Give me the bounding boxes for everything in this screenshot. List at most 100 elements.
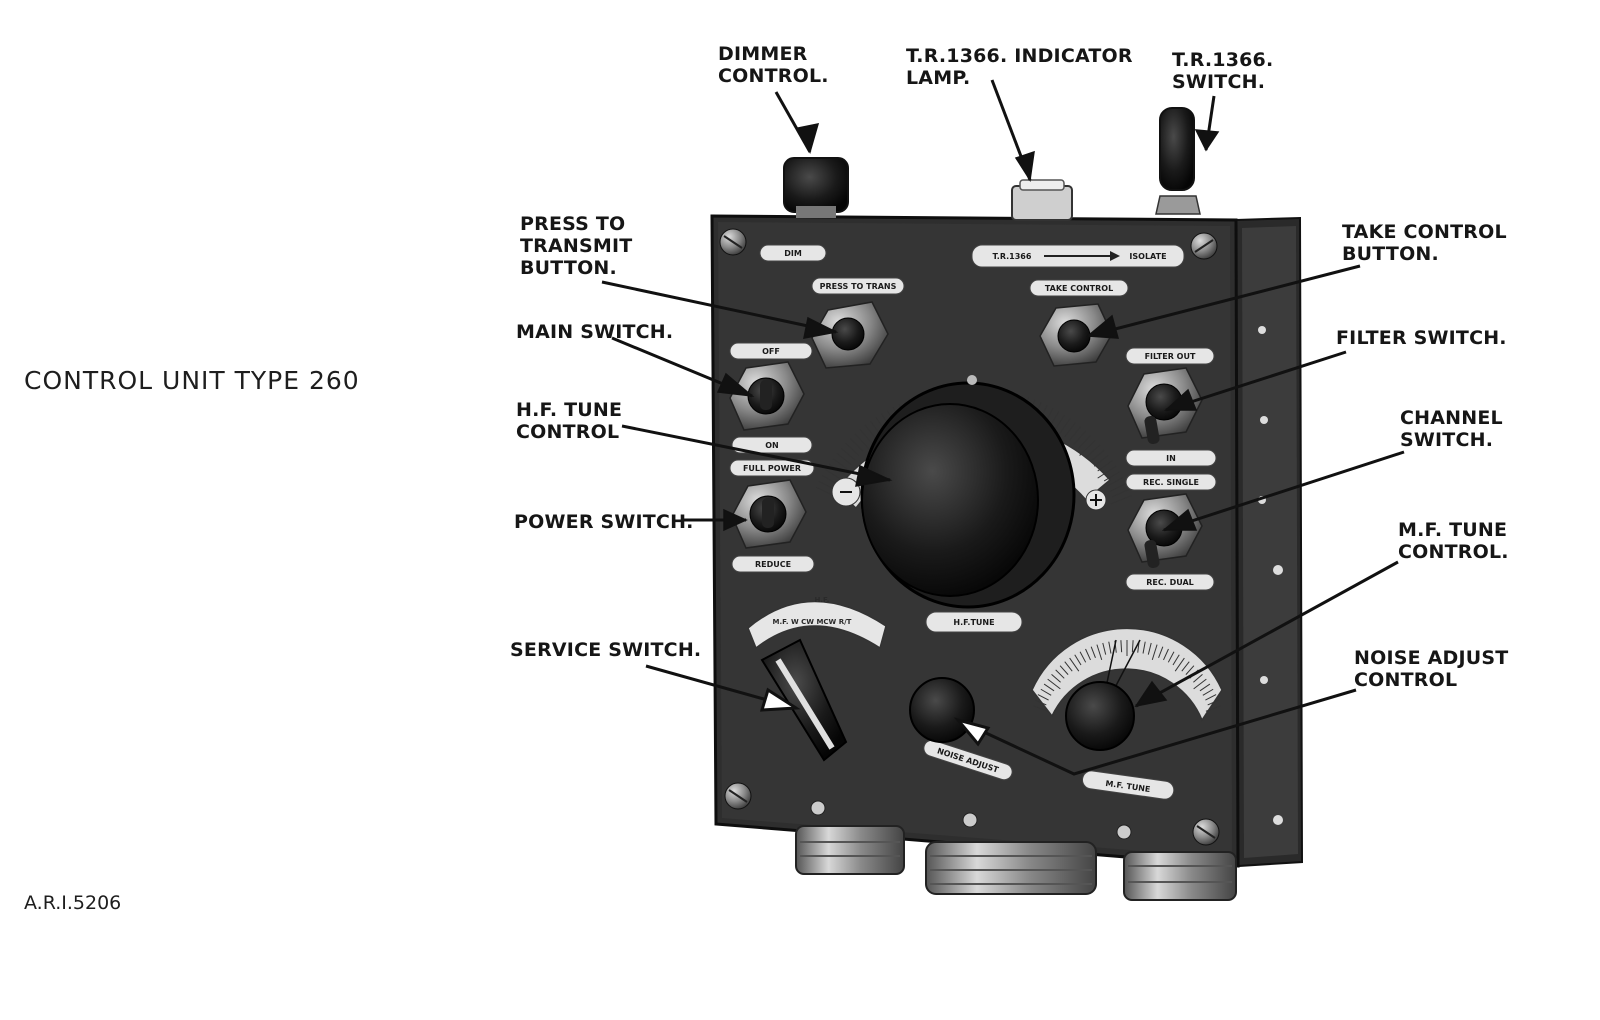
scale-tick xyxy=(1172,654,1180,666)
channel-switch[interactable] xyxy=(1127,493,1203,569)
scale-tick xyxy=(1037,694,1049,701)
scale-tick xyxy=(854,433,871,451)
scale-tick xyxy=(1151,644,1158,661)
scale-tick xyxy=(1040,688,1052,696)
scale-tick xyxy=(1035,699,1047,706)
tr1366-toggle-switch[interactable] xyxy=(1155,107,1201,215)
callout-labels: DIMMER CONTROL. T.R.1366. INDICATOR LAMP… xyxy=(510,43,1514,691)
scale-tick xyxy=(1205,705,1222,712)
plate-rec-single: REC. SINGLE xyxy=(1143,478,1199,487)
service-top-label: H.F. xyxy=(815,596,830,604)
plate-tr1366: T.R.1366 xyxy=(993,252,1032,261)
plate-reduce: REDUCE xyxy=(755,560,791,569)
figure-title: CONTROL UNIT TYPE 260 xyxy=(24,366,360,395)
scale-tick xyxy=(1102,642,1107,655)
scale-tick xyxy=(1163,648,1169,661)
scale-tick xyxy=(1142,641,1146,654)
scale-tick xyxy=(1174,657,1185,672)
plate-press-to-trans: PRESS TO TRANS xyxy=(820,282,897,291)
label-main-switch: MAIN SWITCH. xyxy=(516,321,673,343)
filter-switch[interactable] xyxy=(1127,367,1203,445)
bottom-connectors xyxy=(795,825,1237,901)
scale-tick xyxy=(1079,439,1096,456)
scale-tick xyxy=(1120,640,1123,653)
plate-dim: DIM xyxy=(784,249,802,258)
hf-tune-control[interactable] xyxy=(815,375,1132,609)
scale-tick xyxy=(836,453,852,465)
scale-tick xyxy=(1086,444,1101,458)
scale-tick xyxy=(1106,477,1124,487)
scale-tick xyxy=(1032,705,1049,712)
scale-tick xyxy=(1096,644,1103,661)
plate-isolate: ISOLATE xyxy=(1129,252,1166,261)
scale-tick xyxy=(849,438,864,452)
scale-tick xyxy=(1077,435,1092,449)
scale-tick xyxy=(1112,488,1130,498)
scale-tick xyxy=(1068,426,1082,441)
plate-on: ON xyxy=(765,441,779,450)
scale-tick xyxy=(1090,646,1096,659)
scale-tick xyxy=(1055,669,1065,679)
scale-tick xyxy=(1207,699,1219,706)
scale-tick xyxy=(1185,665,1195,675)
service-switch[interactable]: M.F. W CW MCW R/T H.F. xyxy=(747,596,887,762)
take-control-button[interactable] xyxy=(1039,303,1113,367)
scale-tick xyxy=(1181,661,1190,672)
scale-tick xyxy=(1167,651,1175,663)
scale-tick xyxy=(1110,495,1132,505)
press-to-transmit-button[interactable] xyxy=(811,301,889,369)
scale-tick xyxy=(1074,654,1082,666)
scale-tick xyxy=(1090,449,1105,462)
label-indicator-lamp: T.R.1366. INDICATOR LAMP. xyxy=(906,45,1140,89)
scale-tick xyxy=(840,447,856,461)
scale-tick xyxy=(1193,674,1203,683)
scale-tick xyxy=(1131,640,1134,653)
scale-tick xyxy=(1109,482,1127,492)
scale-tick xyxy=(1193,678,1207,690)
scale-tick xyxy=(832,458,852,473)
main-switch[interactable] xyxy=(729,361,805,431)
scale-tick xyxy=(1079,651,1087,663)
scale-tick xyxy=(1064,661,1073,672)
plate-rec-dual: REC. DUAL xyxy=(1146,578,1194,587)
label-mf-tune-control: M.F. TUNE CONTROL. xyxy=(1398,519,1514,563)
dimmer-control-knob[interactable] xyxy=(783,157,849,218)
scale-tick xyxy=(1158,646,1164,659)
scale-tick xyxy=(1047,678,1061,690)
scale-tick xyxy=(845,442,860,456)
scale-tick xyxy=(1054,414,1065,431)
scale-tick xyxy=(1103,471,1120,482)
plate-hf-tune: H.F.TUNE xyxy=(953,618,994,627)
scale-tick xyxy=(864,424,877,440)
figure-reference: A.R.I.5206 xyxy=(24,892,122,914)
plate-full-power: FULL POWER xyxy=(743,464,801,473)
scale-tick xyxy=(1059,665,1069,675)
noise-adjust-knob[interactable] xyxy=(909,677,975,743)
scale-tick xyxy=(1093,454,1109,467)
panel-screws xyxy=(719,228,1220,846)
label-service-switch: SERVICE SWITCH. xyxy=(510,639,701,661)
scale-tick xyxy=(1108,641,1112,654)
scale-tick xyxy=(1097,465,1117,479)
scale-tick xyxy=(1205,694,1217,701)
label-hf-tune-control: H.F. TUNE CONTROL xyxy=(516,399,629,443)
label-tr1366-switch: T.R.1366. SWITCH. xyxy=(1172,49,1280,93)
scale-tick xyxy=(1085,648,1091,661)
scale-tick xyxy=(1051,674,1061,683)
label-take-control: TAKE CONTROL BUTTON. xyxy=(1342,221,1514,265)
scale-tick xyxy=(1073,430,1087,445)
scale-tick xyxy=(1064,422,1076,438)
mf-scale-ticks xyxy=(1032,640,1222,712)
arrow-heads xyxy=(716,123,1220,747)
panel-plates: DIM T.R.1366 ISOLATE PRESS TO TRANS TAKE… xyxy=(729,244,1217,800)
label-filter-switch: FILTER SWITCH. xyxy=(1336,327,1507,349)
label-dimmer-control: DIMMER CONTROL. xyxy=(718,43,829,87)
label-press-to-transmit: PRESS TO TRANSMIT BUTTON. xyxy=(520,213,639,279)
scale-tick xyxy=(1043,683,1055,692)
scale-tick xyxy=(1069,657,1080,672)
scale-tick xyxy=(1097,460,1113,472)
mf-tune-control[interactable] xyxy=(1031,627,1223,751)
plate-take-control: TAKE CONTROL xyxy=(1045,284,1113,293)
scale-tick xyxy=(1057,418,1071,438)
